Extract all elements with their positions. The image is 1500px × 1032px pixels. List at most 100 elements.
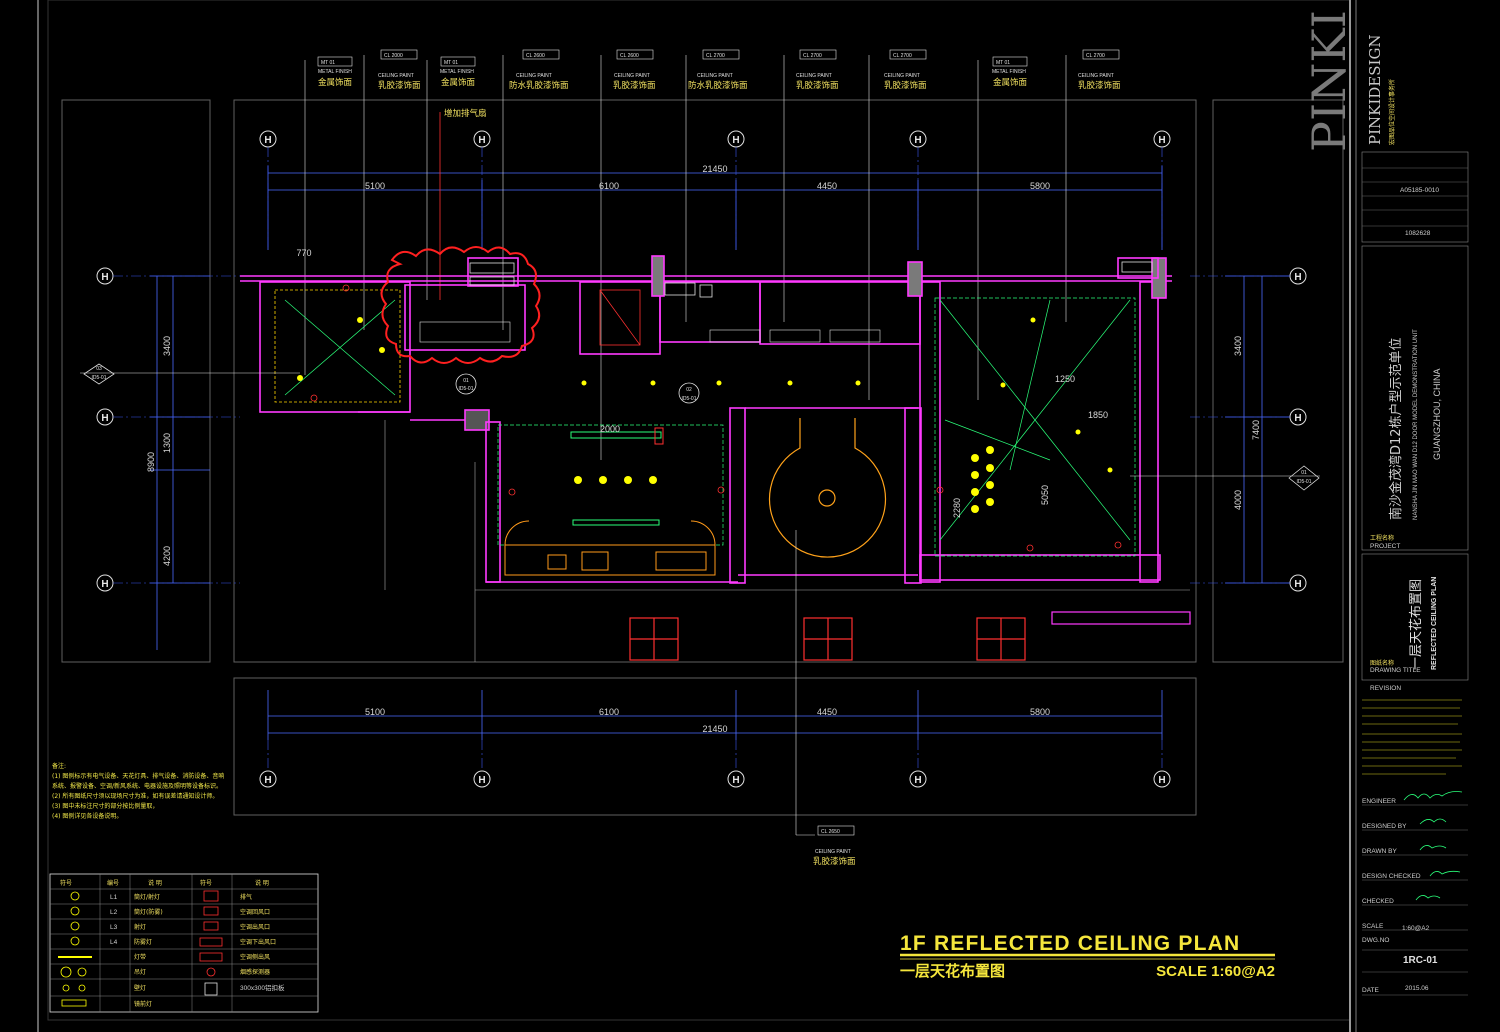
svg-text:符号: 符号 bbox=[60, 879, 72, 887]
scale-label: SCALE bbox=[1362, 923, 1384, 930]
svg-text:CL 2700: CL 2700 bbox=[893, 53, 912, 59]
svg-text:排气: 排气 bbox=[240, 893, 252, 901]
svg-text:MT 01: MT 01 bbox=[444, 60, 458, 66]
svg-text:01: 01 bbox=[1301, 470, 1307, 476]
svg-text:金属饰面: 金属饰面 bbox=[993, 77, 1028, 88]
svg-text:空调下出风口: 空调下出风口 bbox=[240, 938, 276, 946]
svg-text:ID5-01: ID5-01 bbox=[458, 386, 473, 392]
title-en: 1F REFLECTED CEILING PLAN bbox=[900, 932, 1240, 955]
dim-left-seg-1: 3400 bbox=[162, 336, 172, 356]
svg-text:CL 2650: CL 2650 bbox=[821, 829, 840, 835]
dim-bottom-seg-1: 5100 bbox=[365, 707, 385, 717]
vent-grilles bbox=[419, 321, 881, 343]
svg-text:防雾灯: 防雾灯 bbox=[134, 938, 152, 946]
drawing-title-label-cn: 图纸名称 bbox=[1370, 659, 1394, 667]
legend-symbols-right bbox=[199, 890, 223, 996]
svg-text:吊灯: 吊灯 bbox=[134, 968, 146, 976]
dim-left-total: 8900 bbox=[146, 452, 156, 472]
svg-text:03: 03 bbox=[96, 366, 102, 372]
dim-bottom-seg-2: 6100 bbox=[599, 707, 619, 717]
grid-axis-lines bbox=[113, 147, 1290, 771]
svg-text:乳胶漆饰面: 乳胶漆饰面 bbox=[796, 80, 839, 91]
grid-label-top-1: H bbox=[264, 135, 271, 146]
project-location: GUANGZHOU, CHINA bbox=[1432, 368, 1442, 460]
material-tag-4: CL 2600 CEILING PAINT 防水乳胶漆饰面 bbox=[502, 49, 569, 330]
dim-detail-2280: 2280 bbox=[952, 498, 962, 518]
grid-label-right-1: H bbox=[1294, 272, 1301, 283]
svg-text:L1: L1 bbox=[110, 894, 118, 901]
svg-text:ID5-01: ID5-01 bbox=[91, 375, 106, 381]
svg-text:CL 2700: CL 2700 bbox=[803, 53, 822, 59]
svg-text:乳胶漆饰面: 乳胶漆饰面 bbox=[884, 80, 927, 91]
project-name-en: NANSHA JIN MAO WAN D12 DOOR MODEL DEMONS… bbox=[1413, 329, 1419, 520]
svg-text:METAL FINISH: METAL FINISH bbox=[318, 69, 352, 75]
svg-text:说 明: 说 明 bbox=[255, 879, 269, 887]
ceiling-outlines bbox=[284, 297, 1136, 557]
material-tag-8: CL 2700 CEILING PAINT 乳胶漆饰面 bbox=[868, 49, 927, 400]
date-value: 2015.06 bbox=[1405, 985, 1429, 992]
dim-right-seg-2: 4000 bbox=[1233, 490, 1243, 510]
svg-text:壁灯: 壁灯 bbox=[134, 984, 146, 992]
logo-text: PINKIDESIGN bbox=[1366, 34, 1384, 145]
grid-label-left-2: H bbox=[101, 413, 108, 424]
revision-text-block bbox=[1362, 699, 1462, 775]
material-tag-7: CL 2700 CEILING PAINT 乳胶漆饰面 bbox=[783, 49, 839, 322]
svg-text:CL 2700: CL 2700 bbox=[1086, 53, 1105, 59]
dim-top-seg-3: 4450 bbox=[817, 181, 837, 191]
note-line-5: (4) 图例详见各设备说明。 bbox=[52, 812, 122, 820]
svg-text:MT 01: MT 01 bbox=[321, 60, 335, 66]
note-line-2: 系统、报警设备、空调/新风系统、电器设施及照明等设备标识。 bbox=[52, 782, 222, 790]
svg-text:编号: 编号 bbox=[107, 879, 119, 887]
logo-watermark: PINKI bbox=[1302, 10, 1356, 152]
signatures bbox=[1403, 791, 1463, 901]
svg-text:CEILING PAINT: CEILING PAINT bbox=[815, 849, 851, 855]
revision-label: REVISION bbox=[1370, 685, 1401, 692]
svg-text:METAL FINISH: METAL FINISH bbox=[440, 69, 474, 75]
svg-text:L4: L4 bbox=[110, 939, 118, 946]
dim-bottom-seg-3: 4450 bbox=[817, 707, 837, 717]
svg-text:METAL FINISH: METAL FINISH bbox=[992, 69, 1026, 75]
checked-label: CHECKED bbox=[1362, 898, 1394, 905]
svg-text:说 明: 说 明 bbox=[148, 879, 162, 887]
material-tag-3: MT 01 METAL FINISH 金属饰面 bbox=[426, 56, 476, 300]
svg-text:CL 2700: CL 2700 bbox=[706, 53, 725, 59]
dim-bottom-total: 21450 bbox=[702, 724, 727, 734]
svg-text:CL 2600: CL 2600 bbox=[620, 53, 639, 59]
svg-text:ID5-01: ID5-01 bbox=[681, 396, 696, 402]
dim-detail-1850: 1850 bbox=[1088, 410, 1108, 420]
svg-text:空调回风口: 空调回风口 bbox=[240, 908, 270, 916]
scale-value: 1:60@A2 bbox=[1402, 925, 1430, 932]
grid-label-top-4: H bbox=[914, 135, 921, 146]
svg-text:筒灯(防雾): 筒灯(防雾) bbox=[134, 908, 163, 916]
dim-right-total: 7400 bbox=[1251, 420, 1261, 440]
cert-code-1: A05185-0010 bbox=[1400, 187, 1439, 194]
dim-detail-770: 770 bbox=[296, 248, 311, 258]
svg-text:筒灯/射灯: 筒灯/射灯 bbox=[134, 893, 160, 901]
legend-symbols bbox=[58, 891, 92, 1007]
svg-text:防水乳胶漆饰面: 防水乳胶漆饰面 bbox=[509, 80, 569, 91]
engineer-label: ENGINEER bbox=[1362, 798, 1396, 805]
dim-right-seg-1: 3400 bbox=[1233, 336, 1243, 356]
svg-text:MT 01: MT 01 bbox=[996, 60, 1010, 66]
project-label-cn: 工程名称 bbox=[1370, 534, 1394, 542]
svg-text:乳胶漆饰面: 乳胶漆饰面 bbox=[613, 80, 656, 91]
legend-table: 符号 编号 说 明 符号 说 明 L1 筒灯/射灯 排气 L2 筒灯(防雾) 空… bbox=[49, 873, 319, 1013]
svg-text:防水乳胶漆饰面: 防水乳胶漆饰面 bbox=[688, 80, 748, 91]
dwg-value: 1RC-01 bbox=[1403, 955, 1438, 966]
svg-text:乳胶漆饰面: 乳胶漆饰面 bbox=[378, 80, 421, 91]
date-label: DATE bbox=[1362, 987, 1380, 994]
note-line-1: (1) 图例标示有电气设备、天花灯具、排气设备、消防设备、音响 bbox=[52, 772, 224, 780]
material-tag-10: CL 2700 CEILING PAINT 乳胶漆饰面 bbox=[1065, 49, 1121, 322]
section-marker-01-right: 01 ID5-01 bbox=[1130, 465, 1320, 491]
dim-top-seg-1: 5100 bbox=[365, 181, 385, 191]
dim-bottom-seg-4: 5800 bbox=[1030, 707, 1050, 717]
grid-label-right-2: H bbox=[1294, 413, 1301, 424]
design-checked-label: DESIGN CHECKED bbox=[1362, 873, 1421, 880]
svg-text:02: 02 bbox=[686, 387, 692, 393]
svg-text:乳胶漆饰面: 乳胶漆饰面 bbox=[1078, 80, 1121, 91]
cert-code-2: 1082628 bbox=[1405, 230, 1431, 237]
grid-label-right-3: H bbox=[1294, 579, 1301, 590]
svg-text:CEILING PAINT: CEILING PAINT bbox=[378, 73, 414, 79]
general-notes: 备注: (1) 图例标示有电气设备、天花灯具、排气设备、消防设备、音响 系统、报… bbox=[52, 762, 224, 820]
